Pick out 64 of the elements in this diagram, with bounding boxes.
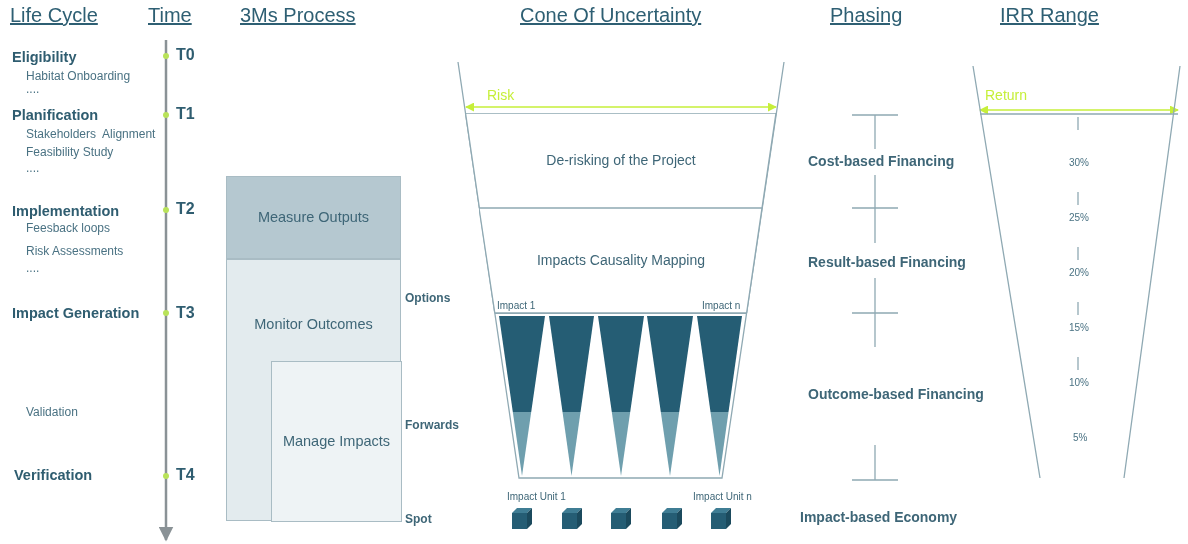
impact-label: Impact 1 <box>497 300 536 311</box>
column-heading: Life Cycle <box>10 4 98 26</box>
substage-label: Validation <box>26 406 78 420</box>
market-label: Spot <box>405 513 432 527</box>
substage-label: Feesback loops <box>26 222 111 236</box>
phase-label: Impact-based Economy <box>800 510 958 526</box>
phase-label: Outcome-based Financing <box>808 387 984 403</box>
time-marker-label: T4 <box>176 466 195 484</box>
substage-label: Habitat Onboarding <box>26 70 131 84</box>
percentage-label: 20% <box>1069 267 1089 278</box>
cone-triangle <box>499 316 545 476</box>
phase-label: Result-based Financing <box>808 255 966 271</box>
box-label: Manage Impacts <box>282 433 391 450</box>
percentage-label: 30% <box>1069 157 1089 168</box>
column-heading: Time <box>148 4 192 26</box>
stage-label: Planification <box>12 108 99 124</box>
column-heading: Phasing <box>830 4 903 26</box>
process-box <box>271 361 402 522</box>
dimension-label: Return <box>985 88 1028 104</box>
cube-icon <box>562 508 582 529</box>
percentage-label: 25% <box>1069 212 1089 223</box>
dimension-label: Risk <box>487 88 515 104</box>
impact-label: Impact Unit 1 <box>507 491 566 502</box>
time-marker-label: T1 <box>176 105 195 123</box>
cube-icon <box>711 508 731 529</box>
substage-label: .... <box>26 162 40 176</box>
stage-label: Implementation <box>12 204 120 220</box>
cone-triangle <box>549 316 594 476</box>
cone-band <box>465 113 777 208</box>
market-label: Options <box>405 292 451 306</box>
band-label: Impacts Causality Mapping <box>536 252 706 269</box>
cone-triangle <box>598 316 644 476</box>
substage-label: Risk Assessments <box>26 245 124 259</box>
time-marker-label: T2 <box>176 200 195 218</box>
time-marker-label: T0 <box>176 46 195 64</box>
cube-icon <box>611 508 631 529</box>
column-heading: 3Ms Process <box>240 4 356 26</box>
percentage-label: 10% <box>1069 377 1089 388</box>
substage-label: Feasibility Study <box>26 146 114 160</box>
cone-band <box>479 208 763 313</box>
substage-label: .... <box>26 262 40 276</box>
band-label: De-risking of the Project <box>546 152 696 169</box>
substage-label: Stakeholders Alignment <box>26 128 156 142</box>
cone-triangle <box>647 316 693 476</box>
impact-label: Impact Unit n <box>693 491 752 502</box>
cube-icon <box>512 508 532 529</box>
substage-label: .... <box>26 83 40 97</box>
stage-label: Impact Generation <box>12 306 140 322</box>
market-label: Forwards <box>405 419 459 433</box>
time-marker-label: T3 <box>176 304 195 322</box>
stage-label: Eligibility <box>12 50 77 66</box>
column-heading: Cone Of Uncertainty <box>520 4 702 26</box>
column-heading: IRR Range <box>1000 4 1099 26</box>
impact-label: Impact n <box>702 300 741 311</box>
box-label: Measure Outputs <box>257 209 370 226</box>
percentage-label: 5% <box>1073 432 1088 443</box>
stage-label: Verification <box>14 468 93 484</box>
cube-icon <box>662 508 682 529</box>
percentage-label: 15% <box>1069 322 1089 333</box>
process-box <box>226 176 401 259</box>
process-box <box>226 259 401 521</box>
box-label: Monitor Outcomes <box>254 317 373 333</box>
phase-label: Cost-based Financing <box>808 154 955 170</box>
cone-triangle <box>697 316 742 476</box>
